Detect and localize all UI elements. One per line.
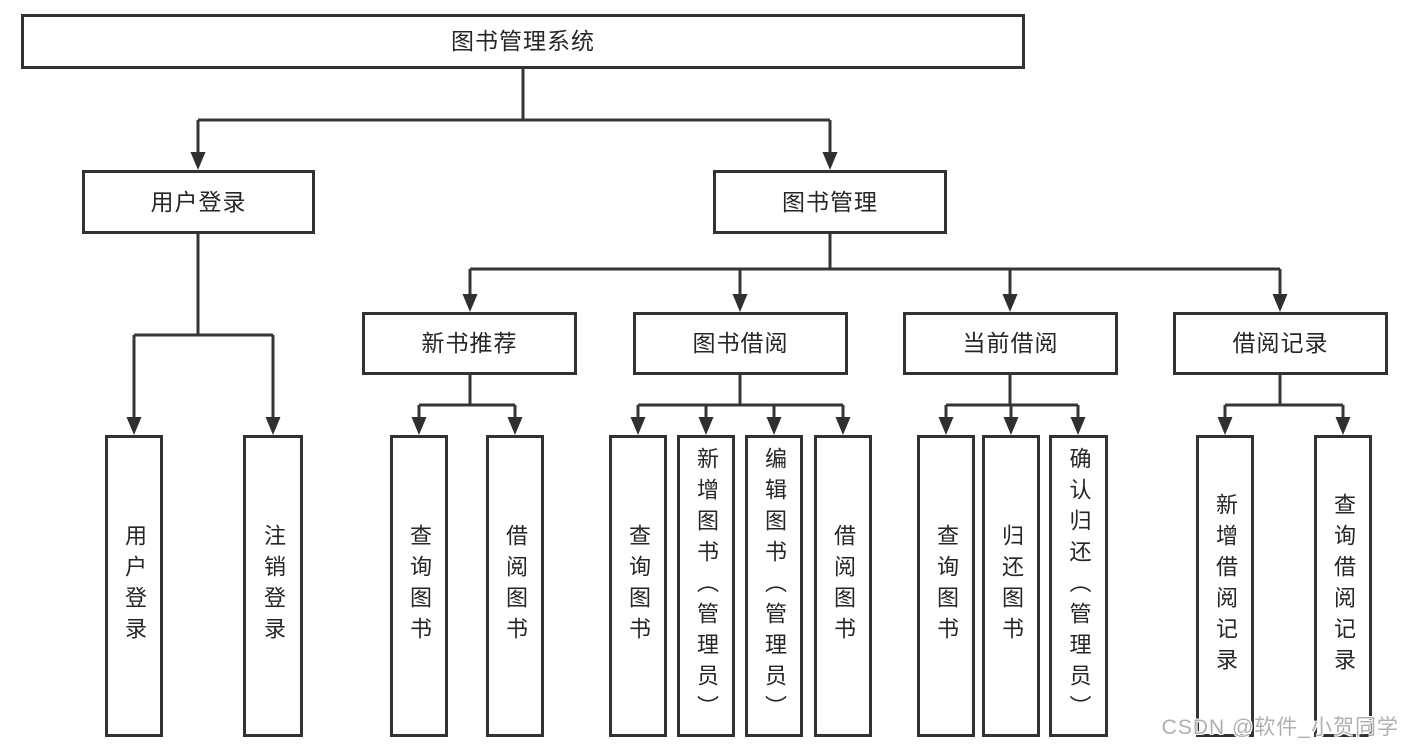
node-book-borrowing-label: 图书借阅 xyxy=(692,330,789,356)
arrowhead xyxy=(698,417,714,435)
node-user-login-label: 用户登录 xyxy=(150,188,247,215)
arrowhead xyxy=(1217,417,1233,435)
arrowhead xyxy=(1335,417,1351,435)
leaf-bb-edit-books: 编辑图书（管理员） xyxy=(745,435,803,737)
arrowhead xyxy=(411,417,427,435)
leaf-br-query-record-label: 查询借阅记录 xyxy=(1331,493,1356,679)
node-new-book-recommend: 新书推荐 xyxy=(362,312,577,375)
leaf-user-login: 用户登录 xyxy=(105,435,163,737)
leaf-cb-query-books: 查询图书 xyxy=(917,435,975,737)
arrowhead xyxy=(938,417,954,435)
node-new-book-recommend-label: 新书推荐 xyxy=(421,330,518,356)
node-book-borrowing: 图书借阅 xyxy=(633,312,848,375)
arrowhead xyxy=(1002,294,1018,312)
leaf-br-add-record: 新增借阅记录 xyxy=(1196,435,1254,737)
node-borrowing-records: 借阅记录 xyxy=(1173,312,1388,375)
leaf-bb-query-books: 查询图书 xyxy=(609,435,667,737)
leaf-br-add-record-label: 新增借阅记录 xyxy=(1213,493,1238,679)
arrowhead xyxy=(190,152,206,170)
arrowhead xyxy=(822,152,838,170)
connector-borrowing-records xyxy=(1223,375,1345,418)
connector-new-book xyxy=(417,375,517,418)
leaf-bb-query-books-label: 查询图书 xyxy=(626,524,651,648)
node-current-borrowing-label: 当前借阅 xyxy=(962,330,1059,356)
csdn-watermark: CSDN @软件_小贺同学 xyxy=(1161,716,1399,739)
arrowhead xyxy=(766,417,782,435)
connector-book-management xyxy=(468,233,1282,295)
leaf-nb-borrow-books-label: 借阅图书 xyxy=(503,524,528,648)
arrowhead xyxy=(126,417,142,435)
leaf-cb-return-books: 归还图书 xyxy=(982,435,1040,737)
node-user-login: 用户登录 xyxy=(82,170,315,234)
arrowhead xyxy=(732,294,748,312)
arrowhead xyxy=(507,417,523,435)
leaf-cb-confirm-return: 确认归还（管理员） xyxy=(1049,435,1108,737)
leaf-cb-confirm-return-label: 确认归还（管理员） xyxy=(1066,446,1092,726)
node-current-borrowing: 当前借阅 xyxy=(903,312,1118,375)
leaf-cb-return-books-label: 归还图书 xyxy=(999,524,1024,648)
leaf-logout-label: 注销登录 xyxy=(261,524,286,648)
arrowhead xyxy=(1272,294,1288,312)
leaf-bb-borrow-books-label: 借阅图书 xyxy=(831,524,856,648)
arrowhead xyxy=(835,417,851,435)
node-book-management-label: 图书管理 xyxy=(782,188,878,215)
arrowhead xyxy=(265,417,281,435)
node-root: 图书管理系统 xyxy=(21,14,1025,69)
leaf-bb-add-books: 新增图书（管理员） xyxy=(677,435,735,737)
arrowhead xyxy=(462,294,478,312)
leaf-nb-query-books: 查询图书 xyxy=(390,435,448,737)
leaf-user-login-label: 用户登录 xyxy=(122,524,147,648)
node-book-management: 图书管理 xyxy=(713,170,947,234)
connector-book-borrowing xyxy=(636,375,845,418)
connector-current-borrowing xyxy=(944,375,1080,418)
node-borrowing-records-label: 借阅记录 xyxy=(1232,330,1329,356)
leaf-nb-query-books-label: 查询图书 xyxy=(407,524,432,648)
leaf-bb-add-books-label: 新增图书（管理员） xyxy=(694,446,719,726)
arrowhead xyxy=(1003,417,1019,435)
arrowhead xyxy=(1070,417,1086,435)
connector-root xyxy=(196,69,832,153)
leaf-nb-borrow-books: 借阅图书 xyxy=(486,435,544,737)
node-root-label: 图书管理系统 xyxy=(451,28,595,54)
leaf-br-query-record: 查询借阅记录 xyxy=(1314,435,1372,737)
leaf-bb-borrow-books: 借阅图书 xyxy=(814,435,872,737)
leaf-bb-edit-books-label: 编辑图书（管理员） xyxy=(762,446,787,726)
connector-user-login xyxy=(132,233,275,418)
arrowhead xyxy=(630,417,646,435)
leaf-cb-query-books-label: 查询图书 xyxy=(934,524,959,648)
leaf-logout: 注销登录 xyxy=(243,435,303,737)
